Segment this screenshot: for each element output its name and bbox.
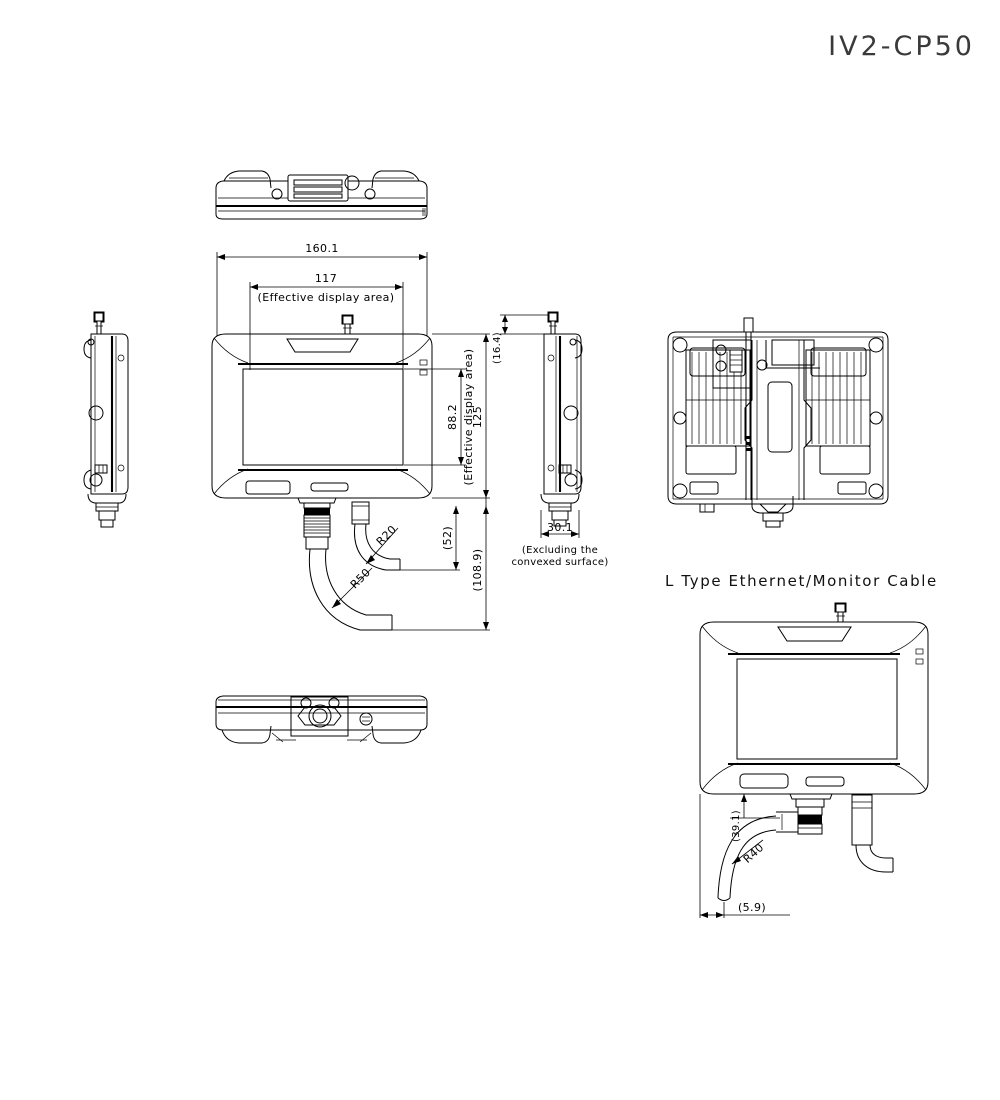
- dim-depth-note-1: (Excluding the: [522, 545, 598, 556]
- page-title: IV2-CP50: [828, 31, 975, 62]
- dim-cable-drop-short: (52): [441, 526, 454, 550]
- dim-effective-width-note: (Effective display area): [258, 291, 395, 304]
- dim-l-cable-drop: (39.1): [731, 810, 742, 842]
- rear-view: [667, 317, 889, 528]
- front-view: [211, 314, 433, 631]
- dim-depth: 30.1: [547, 521, 573, 534]
- dim-cable-drop-total: (108.9): [471, 549, 484, 592]
- right-side-view: [540, 311, 583, 527]
- front-view-dimensions: 160.1 117 (Effective display area) 88.2 …: [216, 242, 490, 631]
- dim-effective-width: 117: [315, 272, 337, 285]
- dim-overall-height: 125: [471, 406, 484, 428]
- section-heading: L Type Ethernet/Monitor Cable: [665, 572, 938, 590]
- right-side-view-dimensions: (16.4) 30.1 (Excluding the convexed surf…: [492, 314, 608, 568]
- left-side-view: [83, 311, 129, 528]
- dim-l-cable-offset: (5.9): [738, 901, 766, 914]
- dim-effective-height-note: (Effective display area): [462, 349, 475, 486]
- dim-depth-note-2: convexed surface): [511, 557, 608, 568]
- top-view: [215, 170, 428, 220]
- l-cable-front-view: [699, 602, 929, 901]
- dim-effective-height: 88.2: [446, 404, 459, 430]
- dim-top-protrusion: (16.4): [492, 332, 503, 364]
- bottom-view: [215, 695, 428, 744]
- dim-overall-width: 160.1: [305, 242, 339, 255]
